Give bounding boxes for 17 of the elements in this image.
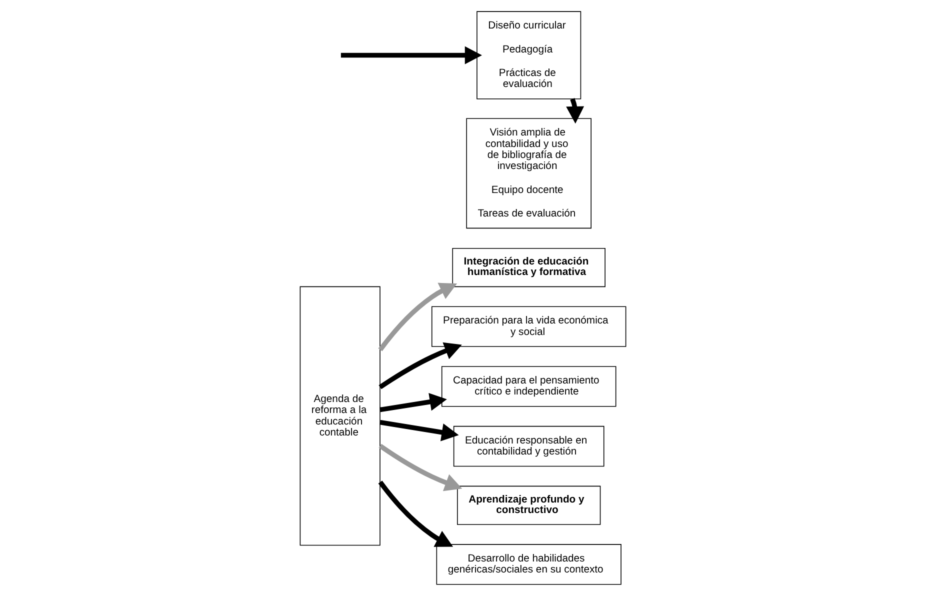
node-box: Preparación para la vida económica y social: [431, 306, 626, 347]
node-box: Aprendizaje profundo y constructivo: [457, 486, 601, 525]
arrow: [566, 98, 584, 124]
node-box: Integración de educación humanística y formativa: [452, 248, 606, 288]
node-box: Desarrollo de habilidades genéricas/sociales en su contexto: [436, 544, 622, 585]
node-box: Educación responsable en contabilidad y gestión: [453, 426, 604, 467]
arrow: [378, 282, 458, 352]
arrow: [380, 420, 459, 442]
arrow: [378, 342, 462, 390]
arrow: [340, 46, 482, 64]
node-box: Visión amplia de contabilidad y uso de bibliografía de investigación Equipo docente Tareas de evaluación: [466, 118, 592, 229]
node-box: Diseño curricular Pedagogía Prácticas de evaluación: [476, 11, 582, 100]
node-box: Capacidad para el pensamiento crítico e independiente: [441, 366, 616, 407]
arrow: [378, 480, 454, 547]
arrow: [378, 444, 462, 492]
arrow: [380, 393, 447, 412]
node-box: Agenda de reforma a la educación contable: [300, 286, 380, 546]
